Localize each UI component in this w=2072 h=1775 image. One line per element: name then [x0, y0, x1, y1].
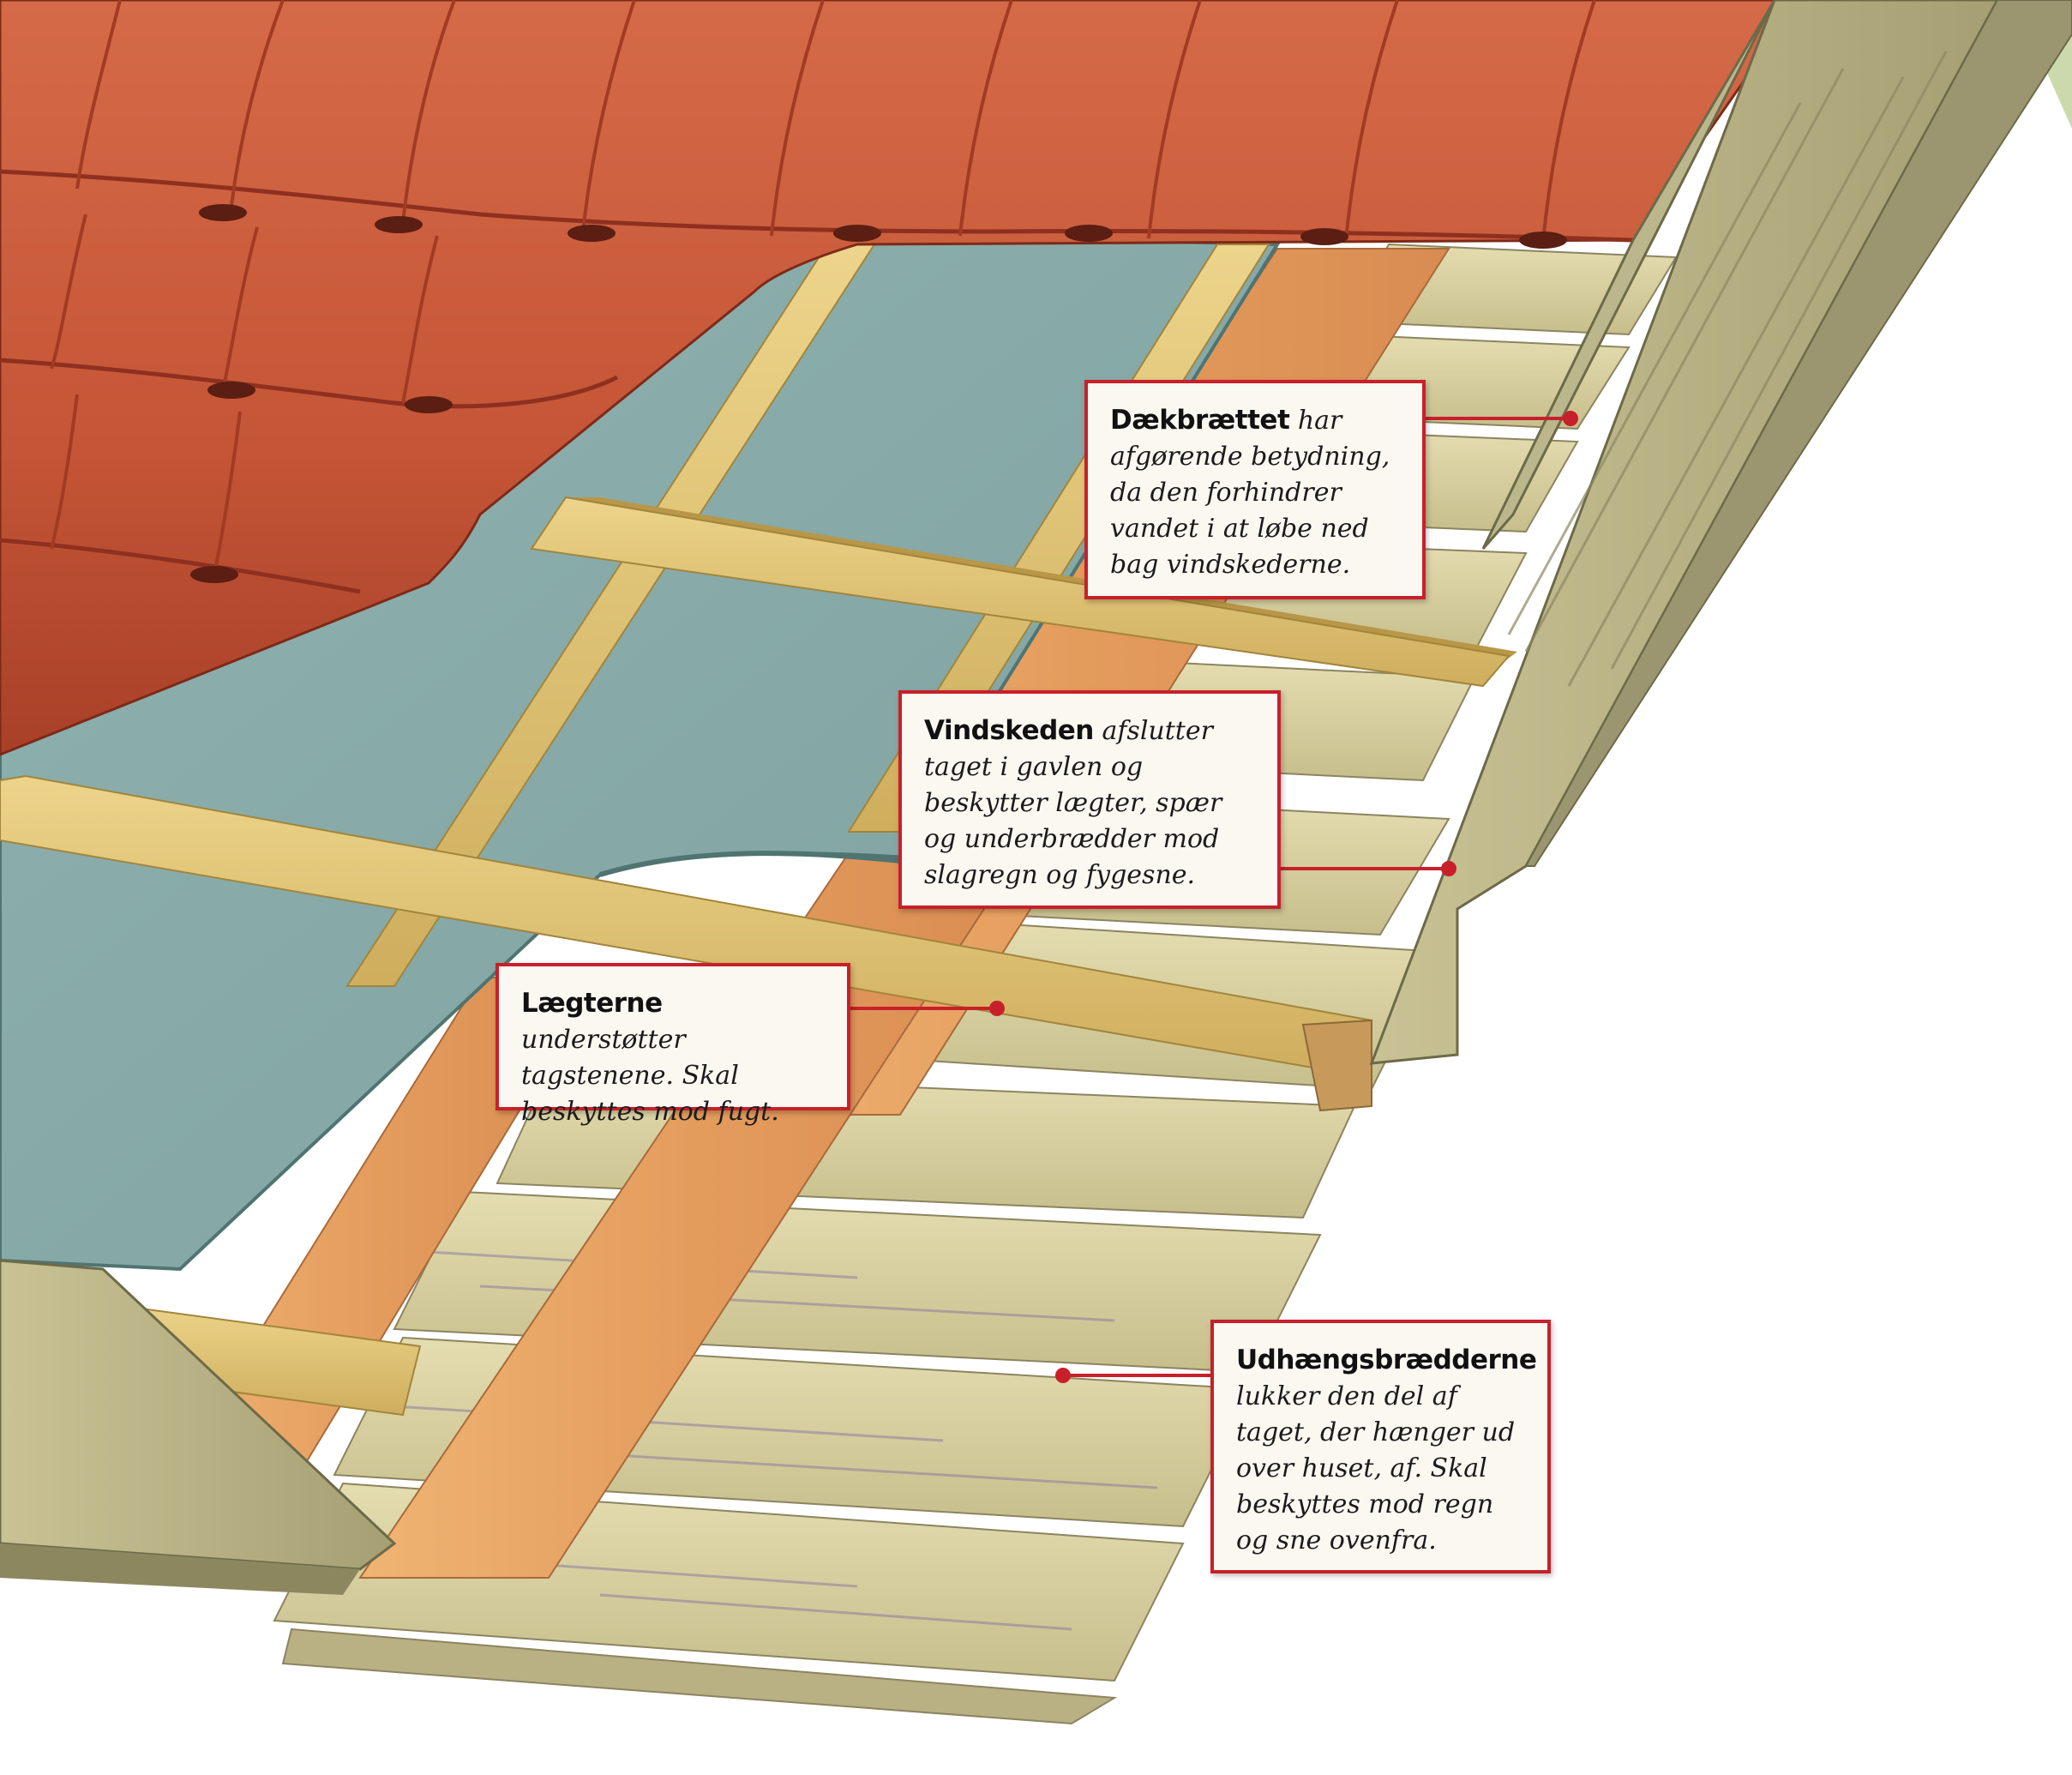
leader-lines: [850, 411, 1578, 1383]
callout-udhaeng: Udhængsbrædderne lukker den del af taget…: [1210, 1320, 1551, 1573]
callout-daekbraettet-title: Dækbrættet: [1110, 405, 1290, 436]
callout-daekbraettet-text: har afgørende betydning, da den forhindr…: [1110, 406, 1390, 580]
roof-tiles: [0, 0, 1802, 756]
callout-laegterne: Lægterne understøtter tagstenene. Skal b…: [495, 963, 850, 1127]
callout-laegterne-title: Lægterne: [521, 988, 663, 1019]
callout-vindskeden: Vindskeden afslutter taget i gavlen og b…: [898, 690, 1281, 909]
callout-vindskeden-text: afslutter taget i gavlen og beskytter læ…: [924, 716, 1222, 890]
callout-udhaeng-title: Udhængsbrædderne: [1236, 1345, 1537, 1375]
callout-vindskeden-title: Vindskeden: [924, 715, 1094, 746]
overhang-corner: [0, 1259, 397, 1595]
bargeboard-grain: [1507, 51, 1948, 687]
callout-daekbraettet: Dækbrættet har afgørende betydning, da d…: [1084, 380, 1426, 599]
callout-laegterne-text: understøtter tagstenene. Skal beskyttes …: [521, 1025, 779, 1127]
callout-udhaeng-text: lukker den del af taget, der hænger ud o…: [1236, 1381, 1516, 1555]
